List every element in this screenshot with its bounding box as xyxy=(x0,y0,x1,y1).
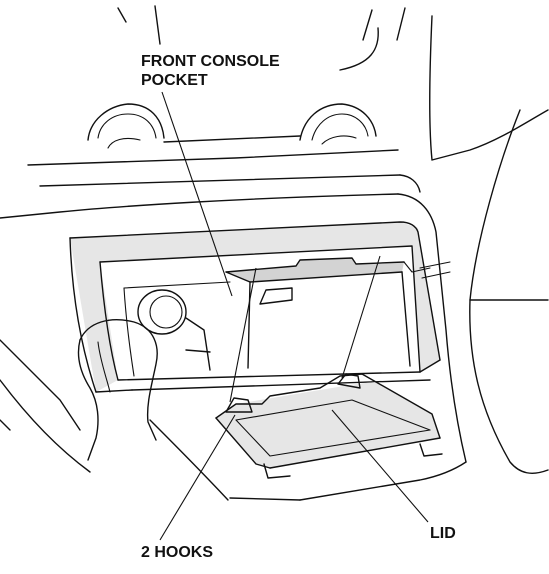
dashboard-upper xyxy=(27,5,549,193)
shift-lever xyxy=(77,319,158,461)
front-console-pocket-label: FRONT CONSOLE POCKET xyxy=(141,52,280,90)
console-body xyxy=(0,109,549,501)
hooks-label: 2 HOOKS xyxy=(141,544,214,561)
air-vents xyxy=(87,103,377,149)
pocket-recess xyxy=(69,221,441,393)
pocket-opening xyxy=(225,257,451,369)
lid-label: LID xyxy=(430,525,456,542)
front-console-pocket-label-line2: POCKET xyxy=(141,72,208,89)
leader-lines xyxy=(159,91,429,541)
front-console-pocket-label-line1: FRONT CONSOLE xyxy=(141,53,280,70)
lid xyxy=(215,373,443,479)
round-knob xyxy=(137,289,211,371)
